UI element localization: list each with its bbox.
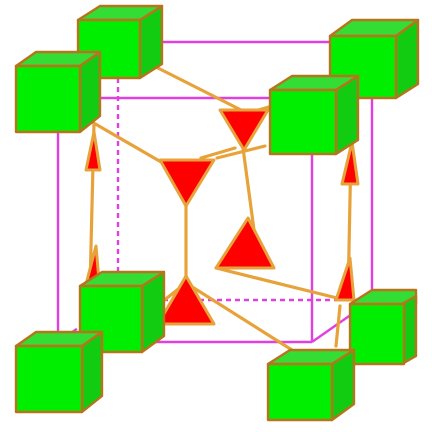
triangle-center-left	[158, 158, 216, 208]
triangle-center-right	[214, 216, 276, 270]
triangle-top-center	[218, 108, 270, 152]
cube-front-top-right	[268, 74, 360, 156]
cube-back-top-left	[76, 4, 164, 80]
cube-back-bottom-right	[348, 288, 418, 366]
triangle-bottom-center	[156, 274, 216, 326]
cube-front-bottom-left	[14, 330, 104, 414]
bond	[90, 120, 170, 168]
cube-front-top-left	[14, 50, 102, 134]
bond	[148, 62, 245, 113]
bond	[334, 304, 342, 348]
triangle-right-edge	[340, 140, 360, 186]
bond	[215, 144, 267, 160]
triangle-left-upper	[84, 130, 102, 172]
triangle-units	[82, 108, 360, 326]
cube-front-bottom-right	[266, 348, 356, 422]
bond	[241, 146, 256, 232]
bond	[184, 281, 294, 352]
bond	[199, 146, 237, 160]
triangle-right-lower	[334, 256, 356, 302]
cube-units	[14, 4, 420, 422]
bond	[214, 266, 347, 302]
